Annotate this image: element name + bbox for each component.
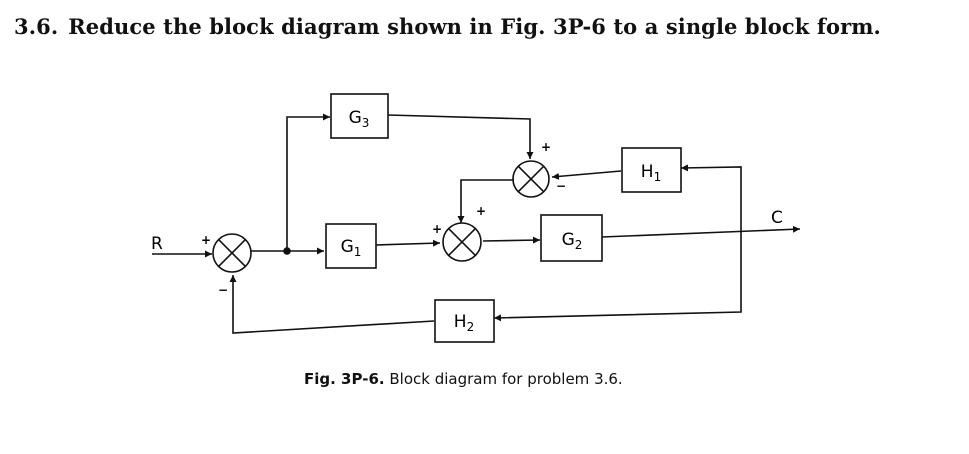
- signal-s2-g2: [482, 236, 541, 244]
- block-h1-box: [621, 147, 682, 193]
- block-g2-box: [540, 214, 603, 262]
- problem-text: Reduce the block diagram shown in Fig. 3…: [68, 14, 881, 39]
- output-label: C: [771, 208, 783, 228]
- summing-junction-2: [442, 222, 482, 262]
- signal-h2-s1: [229, 275, 435, 334]
- figure-number: Fig. 3P-6.: [304, 370, 385, 388]
- block-g1-box: [325, 223, 377, 269]
- summing-junction-1: [212, 233, 252, 273]
- block-g3-box: [330, 93, 389, 139]
- signal-g2-output: [601, 225, 801, 238]
- sign-s3-top: +: [541, 140, 551, 154]
- figure-caption: Fig. 3P-6. Block diagram for problem 3.6…: [304, 370, 623, 388]
- block-h1: H1: [641, 162, 661, 184]
- block-h2: H2: [454, 312, 474, 334]
- signal-h1-s3: [551, 170, 622, 180]
- branch-point: [283, 247, 291, 255]
- problem-number: 3.6.: [14, 14, 59, 39]
- block-h2-box: [434, 299, 495, 343]
- input-label: R: [151, 234, 163, 254]
- problem-statement: 3.6. Reduce the block diagram shown in Fi…: [14, 14, 881, 39]
- signal-s3-s2: [457, 179, 514, 223]
- sign-s1-feedback: −: [218, 283, 228, 297]
- figure-caption-text: Block diagram for problem 3.6.: [389, 370, 623, 388]
- signal-branch-g3: [286, 113, 330, 251]
- sign-s2-input: +: [432, 222, 442, 236]
- block-g3: G3: [349, 108, 370, 130]
- block-g2: G2: [562, 230, 583, 252]
- summing-junction-3: [512, 160, 550, 198]
- signal-g3-s3: [387, 114, 534, 159]
- sign-s3-feedback: −: [556, 179, 566, 193]
- signal-output-h1: [680, 164, 742, 235]
- sign-s2-top: +: [476, 204, 486, 218]
- signal-output-h2: [493, 235, 742, 322]
- sign-s1-input: +: [201, 233, 211, 247]
- block-g1: G1: [341, 237, 362, 259]
- signal-g1-s2: [375, 239, 441, 247]
